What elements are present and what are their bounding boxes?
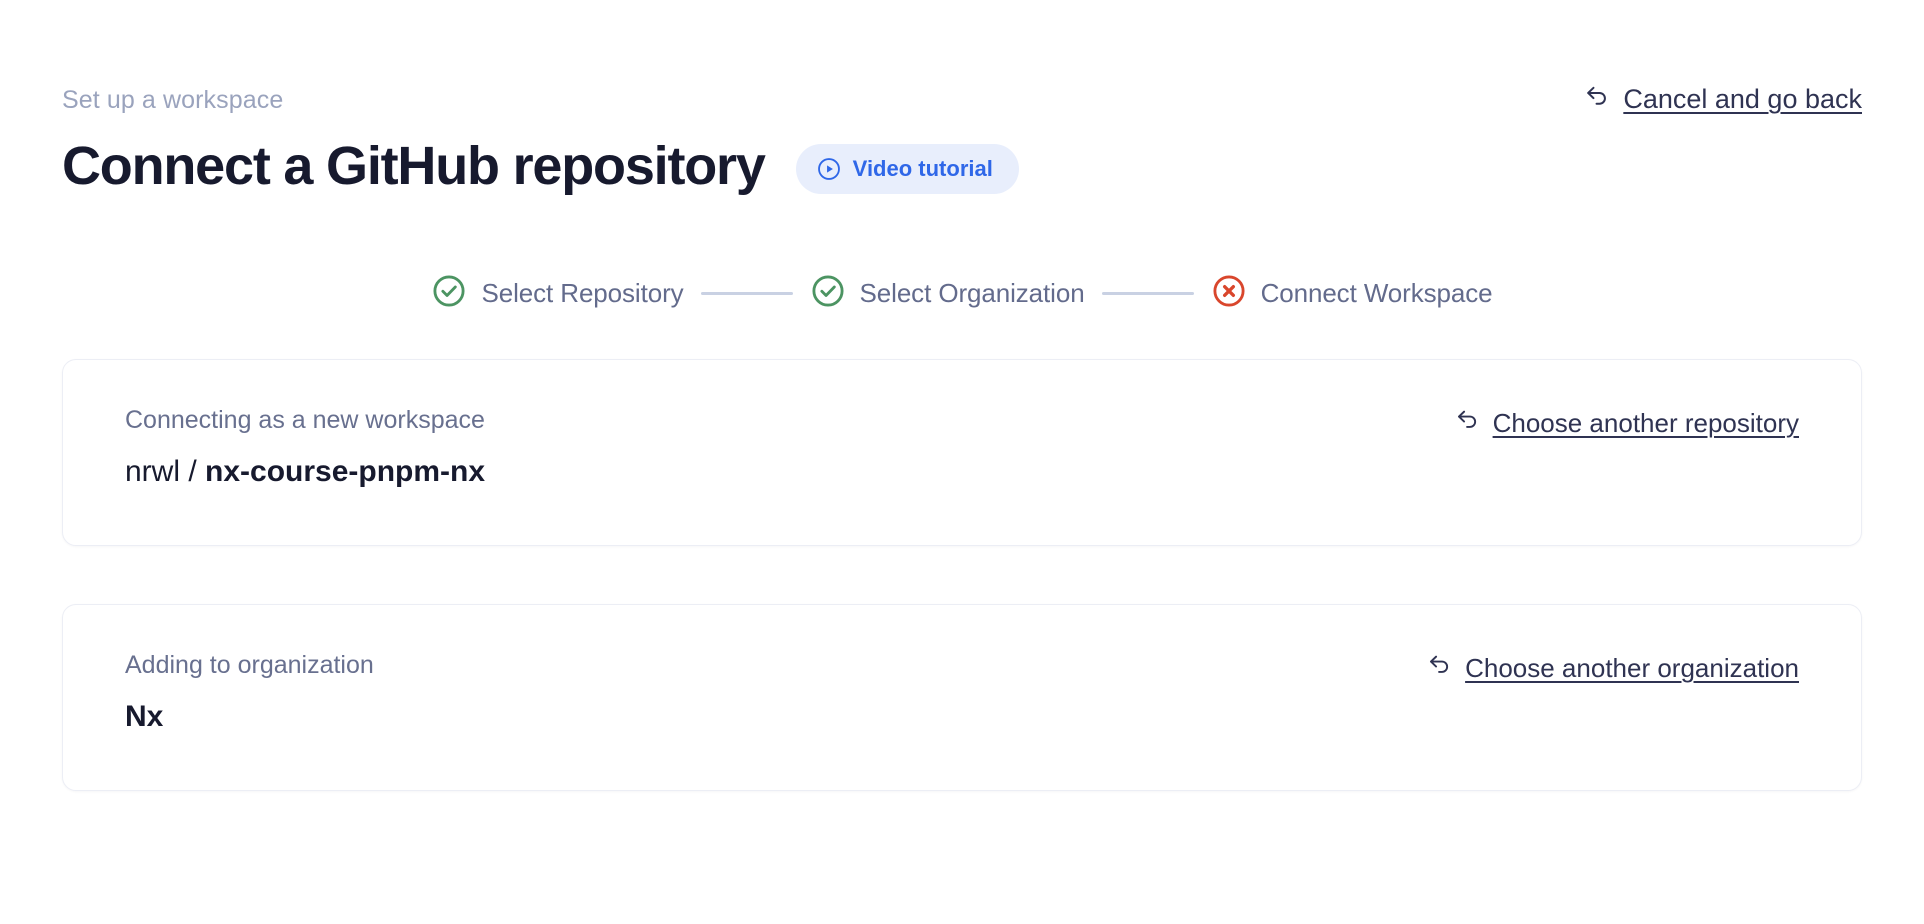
page-eyebrow: Set up a workspace [62, 86, 284, 114]
x-circle-icon [1211, 273, 1247, 314]
repository-card-value: nrwl / nx-course-pnpm-nx [125, 455, 1799, 490]
page-header: Set up a workspace Connect a GitHub repo… [62, 0, 1862, 195]
choose-another-organization-label: Choose another organization [1465, 652, 1799, 683]
repository-card: Connecting as a new workspace nrwl / nx-… [62, 359, 1862, 547]
step-connect-workspace[interactable]: Connect Workspace [1211, 273, 1493, 314]
cancel-and-go-back-label: Cancel and go back [1623, 84, 1862, 114]
progress-stepper: Select Repository Select Organization Co… [62, 273, 1862, 314]
undo-arrow-icon [1426, 651, 1453, 685]
choose-another-repository-link[interactable]: Choose another repository [1454, 406, 1799, 440]
repository-owner: nrwl / [125, 455, 206, 489]
organization-card-eyebrow: Adding to organization [125, 651, 374, 680]
choose-another-organization-link[interactable]: Choose another organization [1426, 651, 1799, 685]
step-label: Connect Workspace [1260, 278, 1493, 309]
undo-arrow-icon [1583, 82, 1611, 117]
step-select-repository[interactable]: Select Repository [431, 273, 684, 314]
repository-card-eyebrow: Connecting as a new workspace [125, 406, 485, 435]
step-connector [700, 292, 793, 296]
step-select-organization[interactable]: Select Organization [810, 273, 1085, 314]
repository-name: nx-course-pnpm-nx [205, 455, 486, 489]
cancel-and-go-back-link[interactable]: Cancel and go back [1583, 82, 1862, 117]
step-connector [1101, 292, 1194, 296]
play-circle-icon [816, 156, 842, 182]
check-circle-icon [810, 273, 846, 314]
step-label: Select Organization [859, 278, 1085, 309]
undo-arrow-icon [1454, 406, 1481, 440]
check-circle-icon [431, 273, 467, 314]
organization-card: Adding to organization Nx Choose another… [62, 604, 1862, 792]
title-row: Connect a GitHub repository Video tutori… [62, 137, 1862, 195]
page-title: Connect a GitHub repository [62, 136, 766, 196]
step-label: Select Repository [481, 278, 684, 309]
video-tutorial-button[interactable]: Video tutorial [795, 144, 1019, 195]
choose-another-repository-label: Choose another repository [1492, 407, 1799, 438]
organization-card-value: Nx [125, 700, 164, 734]
video-tutorial-label: Video tutorial [852, 156, 993, 182]
